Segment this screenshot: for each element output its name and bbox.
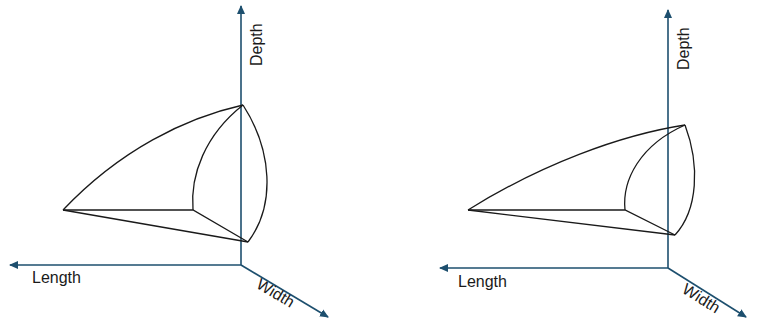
axis-label: Length xyxy=(458,274,507,290)
axis-label: Depth xyxy=(249,23,265,66)
axes xyxy=(10,6,746,317)
axis-label: Width xyxy=(254,276,297,311)
axis-label: Width xyxy=(680,281,723,316)
wedge-shape xyxy=(63,105,695,242)
axis-label: Length xyxy=(32,270,81,286)
axis-label: Depth xyxy=(676,27,692,70)
